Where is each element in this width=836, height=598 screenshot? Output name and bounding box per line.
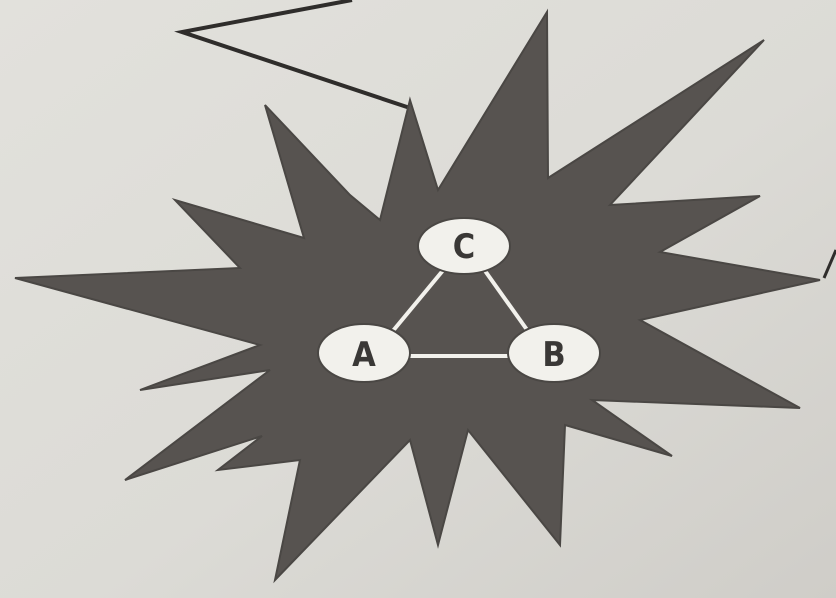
node-a-label: A: [352, 335, 376, 375]
node-a: A: [318, 324, 410, 382]
node-b: B: [508, 324, 600, 382]
node-c: C: [418, 218, 510, 274]
node-b-label: B: [542, 335, 565, 375]
node-c-label: C: [453, 227, 475, 267]
